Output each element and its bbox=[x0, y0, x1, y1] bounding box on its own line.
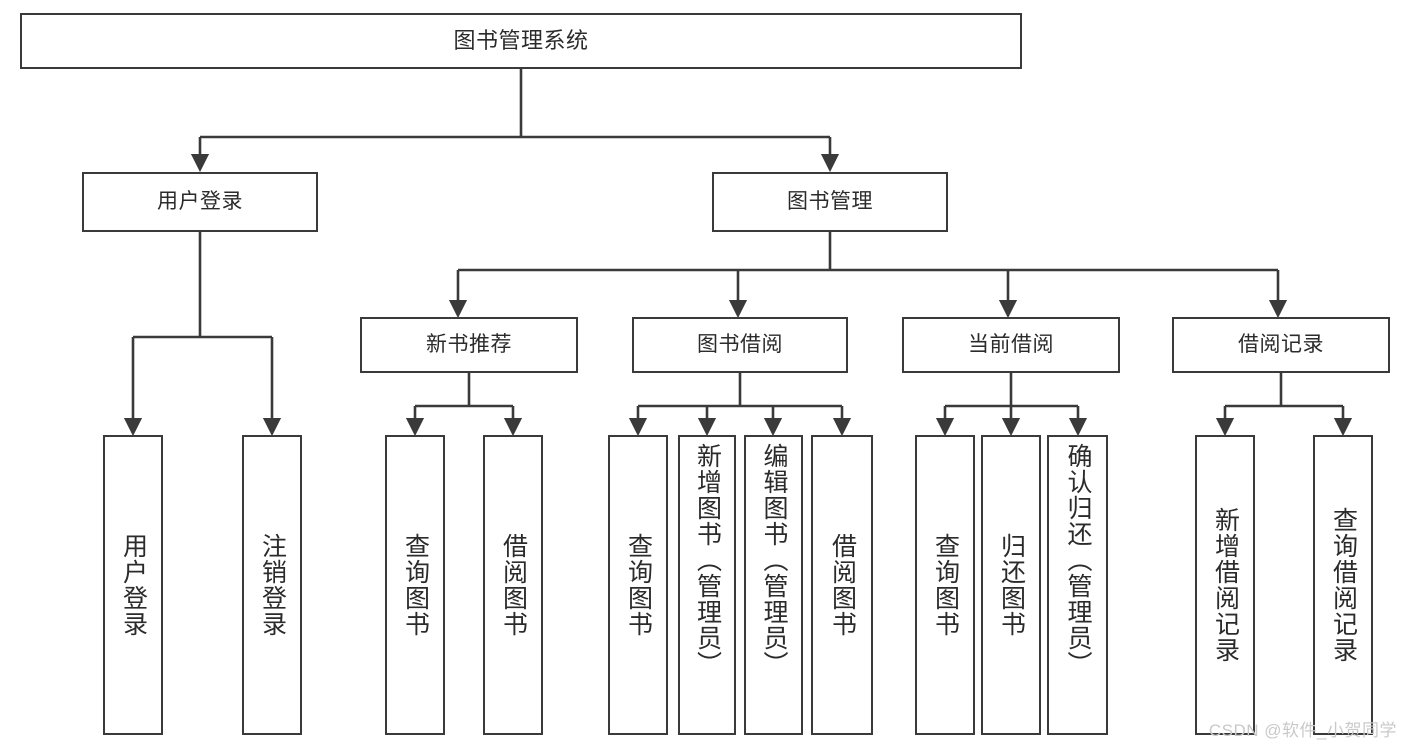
node-book-manage-label: 图书管理 bbox=[787, 189, 873, 213]
node-new-book-rec-label: 新书推荐 bbox=[426, 332, 512, 356]
node-current-borrow[interactable]: 当前借阅 bbox=[902, 317, 1120, 373]
leaf-query-book-3[interactable]: 查询图书 bbox=[915, 435, 975, 735]
node-book-manage[interactable]: 图书管理 bbox=[712, 172, 948, 232]
leaf-borrow-book-1[interactable]: 借阅图书 bbox=[483, 435, 543, 735]
leaf-query-book-3-label: 查询图书 bbox=[931, 533, 960, 637]
leaf-query-book-2-label: 查询图书 bbox=[624, 533, 653, 637]
leaf-borrow-book-2[interactable]: 借阅图书 bbox=[811, 435, 873, 735]
leaf-query-book-1[interactable]: 查询图书 bbox=[385, 435, 445, 735]
leaf-query-book-1-label: 查询图书 bbox=[401, 533, 430, 637]
node-current-borrow-label: 当前借阅 bbox=[968, 332, 1054, 356]
node-borrow-record[interactable]: 借阅记录 bbox=[1172, 317, 1390, 373]
leaf-edit-book-label: 编辑图书（管理员） bbox=[760, 443, 788, 677]
leaf-return-book-label: 归还图书 bbox=[997, 533, 1026, 637]
leaf-return-book[interactable]: 归还图书 bbox=[981, 435, 1041, 735]
leaf-borrow-book-2-label: 借阅图书 bbox=[828, 533, 857, 637]
leaf-borrow-book-1-label: 借阅图书 bbox=[499, 533, 528, 637]
leaf-user-logout-label: 注销登录 bbox=[258, 533, 287, 637]
leaf-edit-book[interactable]: 编辑图书（管理员） bbox=[744, 435, 803, 735]
leaf-user-logout[interactable]: 注销登录 bbox=[242, 435, 302, 735]
node-user-login-label: 用户登录 bbox=[157, 189, 243, 213]
leaf-confirm-return-label: 确认归还（管理员） bbox=[1064, 443, 1092, 677]
node-book-borrow[interactable]: 图书借阅 bbox=[632, 317, 848, 373]
leaf-query-record[interactable]: 查询借阅记录 bbox=[1313, 435, 1373, 735]
leaf-add-book[interactable]: 新增图书（管理员） bbox=[678, 435, 736, 735]
leaf-query-book-2[interactable]: 查询图书 bbox=[608, 435, 668, 735]
leaf-query-record-label: 查询借阅记录 bbox=[1329, 507, 1358, 663]
node-root[interactable]: 图书管理系统 bbox=[20, 13, 1022, 69]
leaf-add-book-label: 新增图书（管理员） bbox=[693, 443, 722, 677]
leaf-confirm-return[interactable]: 确认归还（管理员） bbox=[1047, 435, 1108, 735]
leaf-user-login[interactable]: 用户登录 bbox=[103, 435, 163, 735]
node-borrow-record-label: 借阅记录 bbox=[1238, 332, 1324, 356]
node-user-login[interactable]: 用户登录 bbox=[82, 172, 318, 232]
leaf-add-record-label: 新增借阅记录 bbox=[1211, 507, 1240, 663]
node-root-label: 图书管理系统 bbox=[453, 28, 589, 54]
node-book-borrow-label: 图书借阅 bbox=[697, 332, 783, 356]
leaf-user-login-label: 用户登录 bbox=[119, 533, 148, 637]
csdn-watermark: CSDN @软件_小贺同学 bbox=[1208, 721, 1397, 740]
node-new-book-rec[interactable]: 新书推荐 bbox=[360, 317, 578, 373]
leaf-add-record[interactable]: 新增借阅记录 bbox=[1195, 435, 1255, 735]
